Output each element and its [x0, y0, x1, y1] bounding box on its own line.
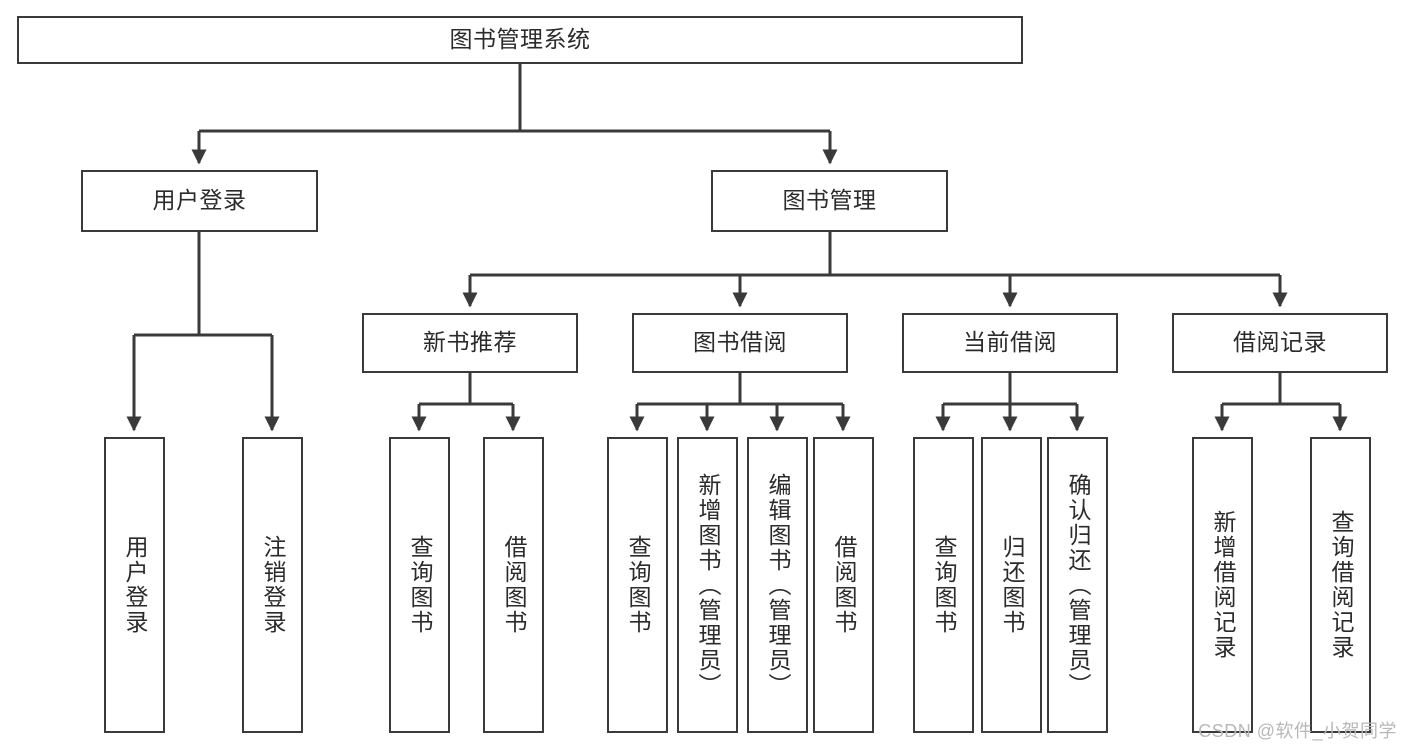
node-book-management-label: 图书管理 [782, 187, 877, 214]
leaf-borrow-book[interactable]: 借阅图书 [813, 437, 874, 733]
leaf-logout[interactable]: 注销登录 [242, 437, 303, 733]
leaf-query-borrow-record[interactable]: 查询借阅记录 [1310, 437, 1371, 733]
leaf-confirm-return-admin[interactable]: 确认归还（管理员） [1047, 437, 1108, 733]
leaf-return-book-label: 归还图书 [999, 535, 1026, 635]
leaf-query-book-current[interactable]: 查询图书 [913, 437, 974, 733]
leaf-borrow-book-label: 借阅图书 [831, 535, 858, 635]
node-root-label: 图书管理系统 [449, 26, 591, 53]
node-new-book-recommend-label: 新书推荐 [423, 329, 517, 356]
leaf-query-borrow-record-label: 查询借阅记录 [1328, 510, 1355, 660]
leaf-query-book-current-label: 查询图书 [931, 535, 958, 635]
leaf-query-book-recommend[interactable]: 查询图书 [389, 437, 450, 733]
node-book-borrow-label: 图书借阅 [693, 329, 787, 356]
leaf-query-book-borrow[interactable]: 查询图书 [607, 437, 668, 733]
leaf-logout-label: 注销登录 [260, 535, 287, 635]
leaf-borrow-book-recommend[interactable]: 借阅图书 [483, 437, 544, 733]
leaf-add-borrow-record-label: 新增借阅记录 [1210, 510, 1237, 660]
node-borrow-record[interactable]: 借阅记录 [1172, 313, 1388, 373]
leaf-user-login[interactable]: 用户登录 [104, 437, 165, 733]
node-user-login-label: 用户登录 [152, 187, 247, 214]
node-current-borrow-label: 当前借阅 [963, 329, 1057, 356]
node-new-book-recommend[interactable]: 新书推荐 [362, 313, 578, 373]
leaf-query-book-recommend-label: 查询图书 [407, 535, 434, 635]
node-root[interactable]: 图书管理系统 [17, 16, 1023, 64]
node-user-login[interactable]: 用户登录 [81, 170, 318, 232]
node-current-borrow[interactable]: 当前借阅 [902, 313, 1118, 373]
watermark: CSDN @软件_小贺同学 [1198, 721, 1397, 741]
node-book-borrow[interactable]: 图书借阅 [632, 313, 848, 373]
leaf-user-login-label: 用户登录 [122, 535, 149, 635]
leaf-confirm-return-admin-label: 确认归还（管理员） [1065, 472, 1092, 698]
leaf-add-book-admin-label: 新增图书（管理员） [695, 472, 722, 698]
leaf-return-book[interactable]: 归还图书 [981, 437, 1042, 733]
leaf-query-book-borrow-label: 查询图书 [625, 535, 652, 635]
leaf-add-borrow-record[interactable]: 新增借阅记录 [1192, 437, 1253, 733]
node-borrow-record-label: 借阅记录 [1233, 329, 1327, 356]
leaf-add-book-admin[interactable]: 新增图书（管理员） [677, 437, 738, 733]
leaf-edit-book-admin-label: 编辑图书（管理员） [765, 472, 792, 698]
node-book-management[interactable]: 图书管理 [711, 170, 948, 232]
leaf-edit-book-admin[interactable]: 编辑图书（管理员） [747, 437, 808, 733]
leaf-borrow-book-recommend-label: 借阅图书 [501, 535, 528, 635]
